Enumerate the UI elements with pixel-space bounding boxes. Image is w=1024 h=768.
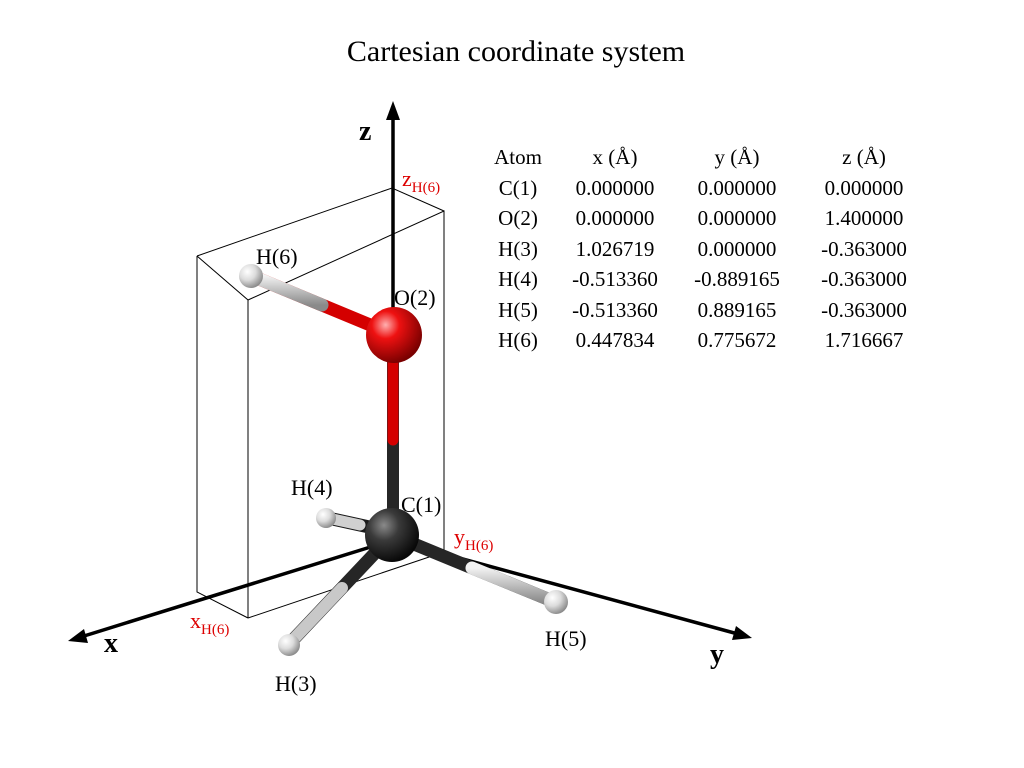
table-header-row: Atom x (Å) y (Å) z (Å) xyxy=(478,142,926,173)
atom-o2 xyxy=(366,307,422,363)
cell-y: -0.889165 xyxy=(694,267,780,291)
z-projection-label: zH(6) xyxy=(402,166,440,196)
y-axis-label: y xyxy=(710,639,724,670)
cell-atom: H(3) xyxy=(498,236,538,261)
z-axis-arrow-icon xyxy=(386,101,400,120)
label-h3: H(3) xyxy=(275,671,317,696)
cell-x: -0.513360 xyxy=(572,297,658,322)
cell-y: 0.889165 xyxy=(697,297,777,322)
atom-h3 xyxy=(278,634,300,656)
table-row: C(1) 0.000000 0.000000 0.000000 xyxy=(478,173,926,204)
atom-h6 xyxy=(239,264,263,288)
atom-h5 xyxy=(544,590,568,614)
x-axis xyxy=(83,538,394,638)
x-axis-label: x xyxy=(104,628,118,659)
cell-x: 1.026719 xyxy=(575,236,655,261)
cell-z: 1.400000 xyxy=(824,206,904,230)
table-row: H(5) -0.513360 0.889165 -0.363000 xyxy=(478,295,926,326)
header-x: x (Å) xyxy=(592,145,638,169)
label-h4: H(4) xyxy=(291,475,333,500)
table-row: O(2) 0.000000 0.000000 1.400000 xyxy=(478,203,926,234)
label-h6: H(6) xyxy=(256,244,298,269)
y-projection-label: yH(6) xyxy=(454,524,493,554)
label-o2: O(2) xyxy=(394,285,436,310)
header-y: y (Å) xyxy=(714,145,760,169)
atoms xyxy=(239,264,568,656)
cell-y: 0.000000 xyxy=(697,175,777,200)
cell-z: -0.363000 xyxy=(821,267,907,291)
cell-z: -0.363000 xyxy=(821,236,907,261)
cell-atom: H(4) xyxy=(498,267,538,291)
table-row: H(4) -0.513360 -0.889165 -0.363000 xyxy=(478,264,926,295)
label-c1: C(1) xyxy=(401,492,441,517)
atom-labels: C(1) O(2) H(3) H(4) H(5) H(6) xyxy=(256,244,587,696)
cell-x: 0.447834 xyxy=(575,328,655,352)
z-axis-label: z xyxy=(359,116,371,147)
x-axis-arrow-icon xyxy=(68,629,88,643)
cell-x: 0.000000 xyxy=(575,175,655,200)
cell-z: -0.363000 xyxy=(821,297,907,322)
x-projection-label: xH(6) xyxy=(190,608,229,638)
cell-y: 0.000000 xyxy=(697,206,777,230)
table-row: H(6) 0.447834 0.775672 1.716667 xyxy=(478,325,926,356)
cell-y: 0.775672 xyxy=(697,328,777,352)
cell-atom: C(1) xyxy=(498,175,538,200)
projection-labels: xH(6) yH(6) zH(6) xyxy=(190,166,493,638)
cell-y: 0.000000 xyxy=(697,236,777,261)
coordinates-table: Atom x (Å) y (Å) z (Å) C(1) 0.000000 0.0… xyxy=(478,142,926,356)
label-h5: H(5) xyxy=(545,626,587,651)
atom-h4 xyxy=(316,508,336,528)
page-title: Cartesian coordinate system xyxy=(346,35,686,68)
header-atom: Atom xyxy=(494,145,542,169)
cell-atom: O(2) xyxy=(498,206,538,230)
cell-x: -0.513360 xyxy=(572,267,658,291)
header-z: z (Å) xyxy=(842,145,886,169)
axis-labels: x y z xyxy=(104,116,724,670)
cell-x: 0.000000 xyxy=(575,206,655,230)
cell-atom: H(5) xyxy=(498,297,538,322)
cell-z: 0.000000 xyxy=(824,175,904,200)
y-axis-arrow-icon xyxy=(732,626,752,640)
atom-c1 xyxy=(365,508,419,562)
table-row: H(3) 1.026719 0.000000 -0.363000 xyxy=(478,234,926,265)
cell-z: 1.716667 xyxy=(824,328,904,352)
cell-atom: H(6) xyxy=(498,328,538,352)
